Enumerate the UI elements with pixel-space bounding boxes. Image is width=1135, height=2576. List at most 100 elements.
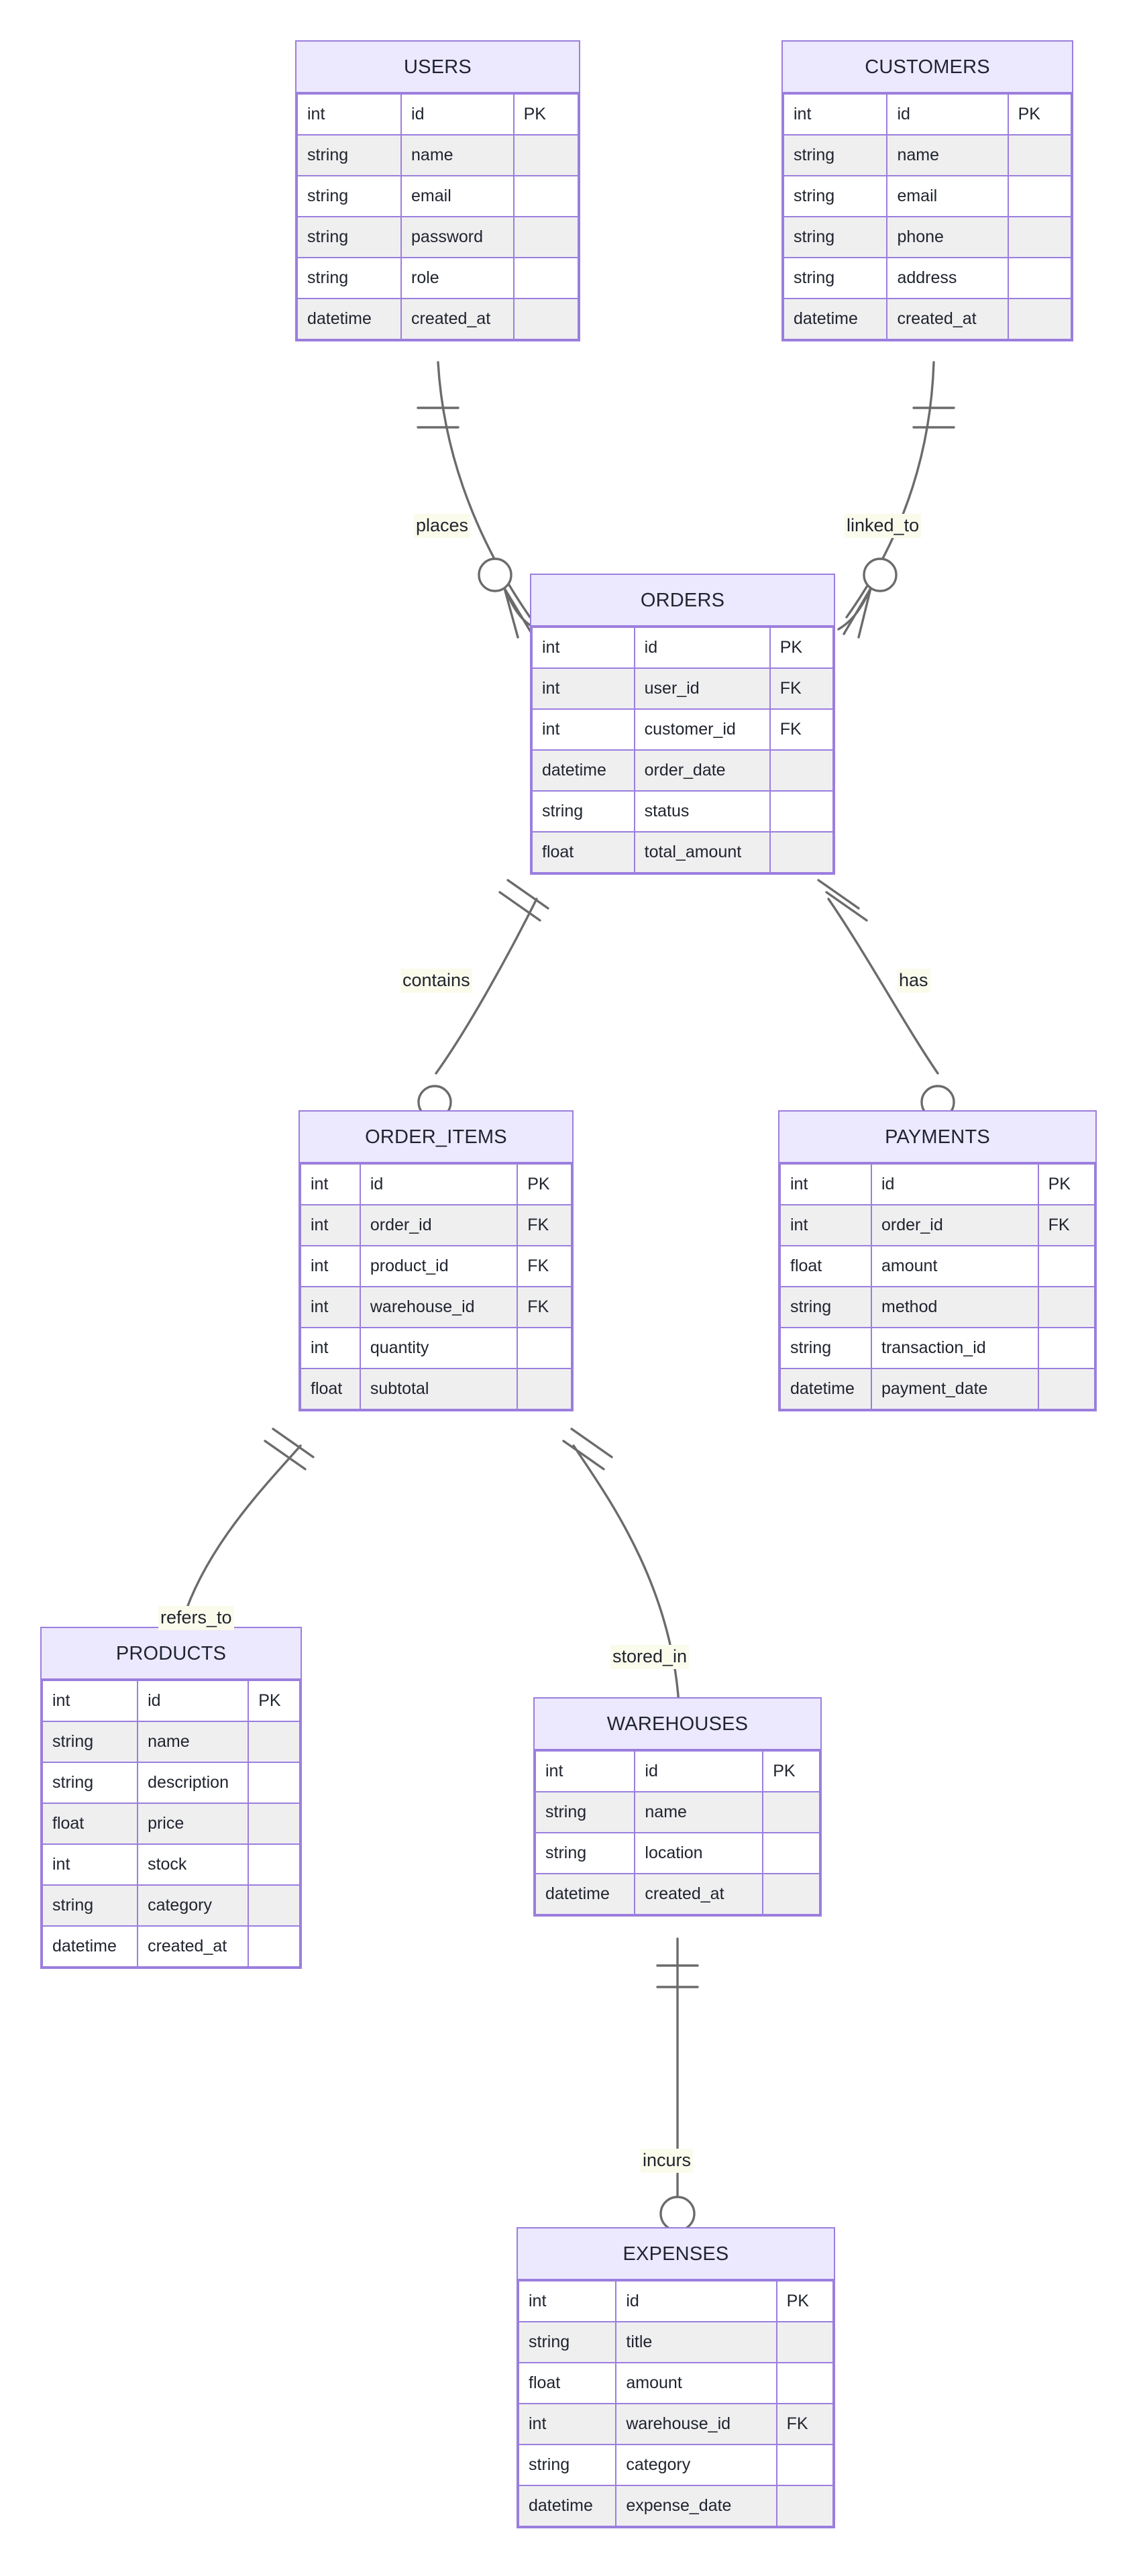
table-row: string role bbox=[296, 257, 580, 299]
attr-type: string bbox=[534, 1791, 636, 1833]
attr-type: string bbox=[782, 134, 888, 176]
table-row: string address bbox=[782, 257, 1073, 299]
table-row: int id PK bbox=[300, 1163, 572, 1205]
attr-name: id bbox=[137, 1680, 250, 1722]
attr-type: datetime bbox=[779, 1368, 872, 1410]
attr-key bbox=[512, 175, 580, 217]
attr-name: id bbox=[886, 93, 1009, 136]
table-row: string name bbox=[782, 134, 1073, 176]
attr-type: string bbox=[296, 216, 402, 258]
attr-key bbox=[762, 1832, 820, 1874]
relationship-label-refers-to: refers_to bbox=[158, 1606, 234, 1630]
attr-type: string bbox=[517, 2444, 617, 2486]
attr-type: string bbox=[41, 1762, 139, 1804]
table-row: float price bbox=[41, 1803, 301, 1845]
attribute-table-customers: int id PK string name string email strin… bbox=[782, 93, 1073, 340]
attr-key: PK bbox=[517, 1163, 572, 1205]
attr-key bbox=[1007, 298, 1073, 340]
relationship-label-incurs: incurs bbox=[641, 2149, 694, 2173]
attr-key bbox=[1037, 1286, 1096, 1328]
attr-key bbox=[769, 831, 834, 873]
table-row: string title bbox=[517, 2321, 834, 2363]
attr-name: category bbox=[137, 1884, 250, 1927]
entity-order-items[interactable]: ORDER_ITEMS int id PK int order_id FK in… bbox=[299, 1110, 574, 1411]
attr-name: name bbox=[137, 1721, 250, 1763]
entity-payments[interactable]: PAYMENTS int id PK int order_id FK float… bbox=[778, 1110, 1097, 1411]
table-row: string location bbox=[534, 1832, 820, 1874]
table-row: int warehouse_id FK bbox=[517, 2403, 834, 2445]
attribute-table-orders: int id PK int user_id FK int customer_id… bbox=[531, 627, 834, 873]
attr-type: float bbox=[531, 831, 635, 873]
connector-places bbox=[417, 361, 538, 639]
table-row: string name bbox=[534, 1791, 820, 1833]
table-row: int quantity bbox=[300, 1327, 572, 1369]
attr-name: id bbox=[633, 627, 771, 669]
entity-warehouses[interactable]: WAREHOUSES int id PK string name string … bbox=[533, 1697, 822, 1917]
entity-users[interactable]: USERS int id PK string name string email… bbox=[295, 40, 580, 341]
table-row: int customer_id FK bbox=[531, 708, 834, 751]
table-row: datetime created_at bbox=[534, 1873, 820, 1915]
table-row: datetime created_at bbox=[296, 298, 580, 340]
relationship-label-has: has bbox=[897, 969, 930, 993]
attr-key bbox=[775, 2485, 834, 2527]
relationship-label-linked-to: linked_to bbox=[845, 514, 922, 538]
attr-key bbox=[775, 2362, 834, 2404]
attr-key bbox=[512, 298, 580, 340]
attr-name: password bbox=[400, 216, 515, 258]
attribute-table-payments: int id PK int order_id FK float amount s… bbox=[779, 1163, 1096, 1410]
attr-type: float bbox=[779, 1245, 872, 1287]
table-row: int id PK bbox=[41, 1680, 301, 1722]
attr-key: PK bbox=[762, 1750, 820, 1792]
table-row: int user_id FK bbox=[531, 667, 834, 710]
attribute-table-users: int id PK string name string email strin… bbox=[296, 93, 580, 340]
attr-key bbox=[1007, 134, 1073, 176]
entity-customers[interactable]: CUSTOMERS int id PK string name string e… bbox=[781, 40, 1073, 341]
attr-type: string bbox=[534, 1832, 636, 1874]
attr-name: order_id bbox=[871, 1204, 1039, 1246]
table-row: int id PK bbox=[531, 627, 834, 669]
table-row: float subtotal bbox=[300, 1368, 572, 1410]
attr-key: FK bbox=[769, 667, 834, 710]
attr-type: datetime bbox=[41, 1925, 139, 1968]
attr-name: payment_date bbox=[871, 1368, 1039, 1410]
table-row: string name bbox=[41, 1721, 301, 1763]
attribute-table-warehouses: int id PK string name string location da… bbox=[534, 1750, 820, 1915]
attr-name: title bbox=[615, 2321, 777, 2363]
table-row: datetime created_at bbox=[41, 1925, 301, 1968]
table-row: float amount bbox=[517, 2362, 834, 2404]
table-row: int id PK bbox=[779, 1163, 1096, 1205]
connector-linked-to bbox=[837, 361, 955, 639]
attr-key: FK bbox=[517, 1286, 572, 1328]
attr-name: quantity bbox=[359, 1327, 519, 1369]
entity-expenses[interactable]: EXPENSES int id PK string title float am… bbox=[517, 2227, 835, 2528]
table-row: string transaction_id bbox=[779, 1327, 1096, 1369]
attr-name: id bbox=[634, 1750, 764, 1792]
attr-name: role bbox=[400, 257, 515, 299]
attr-key bbox=[775, 2321, 834, 2363]
attr-type: int bbox=[300, 1327, 361, 1369]
attr-type: string bbox=[41, 1884, 139, 1927]
attr-key bbox=[1037, 1368, 1096, 1410]
entity-orders[interactable]: ORDERS int id PK int user_id FK int cust… bbox=[530, 574, 835, 875]
attr-key bbox=[517, 1327, 572, 1369]
attr-type: int bbox=[531, 708, 635, 751]
attr-name: amount bbox=[615, 2362, 777, 2404]
attr-name: name bbox=[634, 1791, 764, 1833]
attr-type: datetime bbox=[534, 1873, 636, 1915]
attr-key: PK bbox=[775, 2280, 834, 2322]
table-row: float total_amount bbox=[531, 831, 834, 873]
table-row: string phone bbox=[782, 216, 1073, 258]
attr-type: string bbox=[531, 790, 635, 833]
entity-title-products: PRODUCTS bbox=[42, 1628, 301, 1680]
attr-name: id bbox=[871, 1163, 1039, 1205]
attr-key bbox=[248, 1803, 301, 1845]
attr-name: id bbox=[400, 93, 515, 136]
attr-name: name bbox=[400, 134, 515, 176]
attr-type: string bbox=[782, 175, 888, 217]
attr-key: FK bbox=[517, 1204, 572, 1246]
table-row: datetime order_date bbox=[531, 749, 834, 792]
entity-products[interactable]: PRODUCTS int id PK string name string de… bbox=[40, 1627, 302, 1969]
table-row: int stock bbox=[41, 1843, 301, 1886]
table-row: string status bbox=[531, 790, 834, 833]
entity-title-order-items: ORDER_ITEMS bbox=[300, 1112, 572, 1163]
